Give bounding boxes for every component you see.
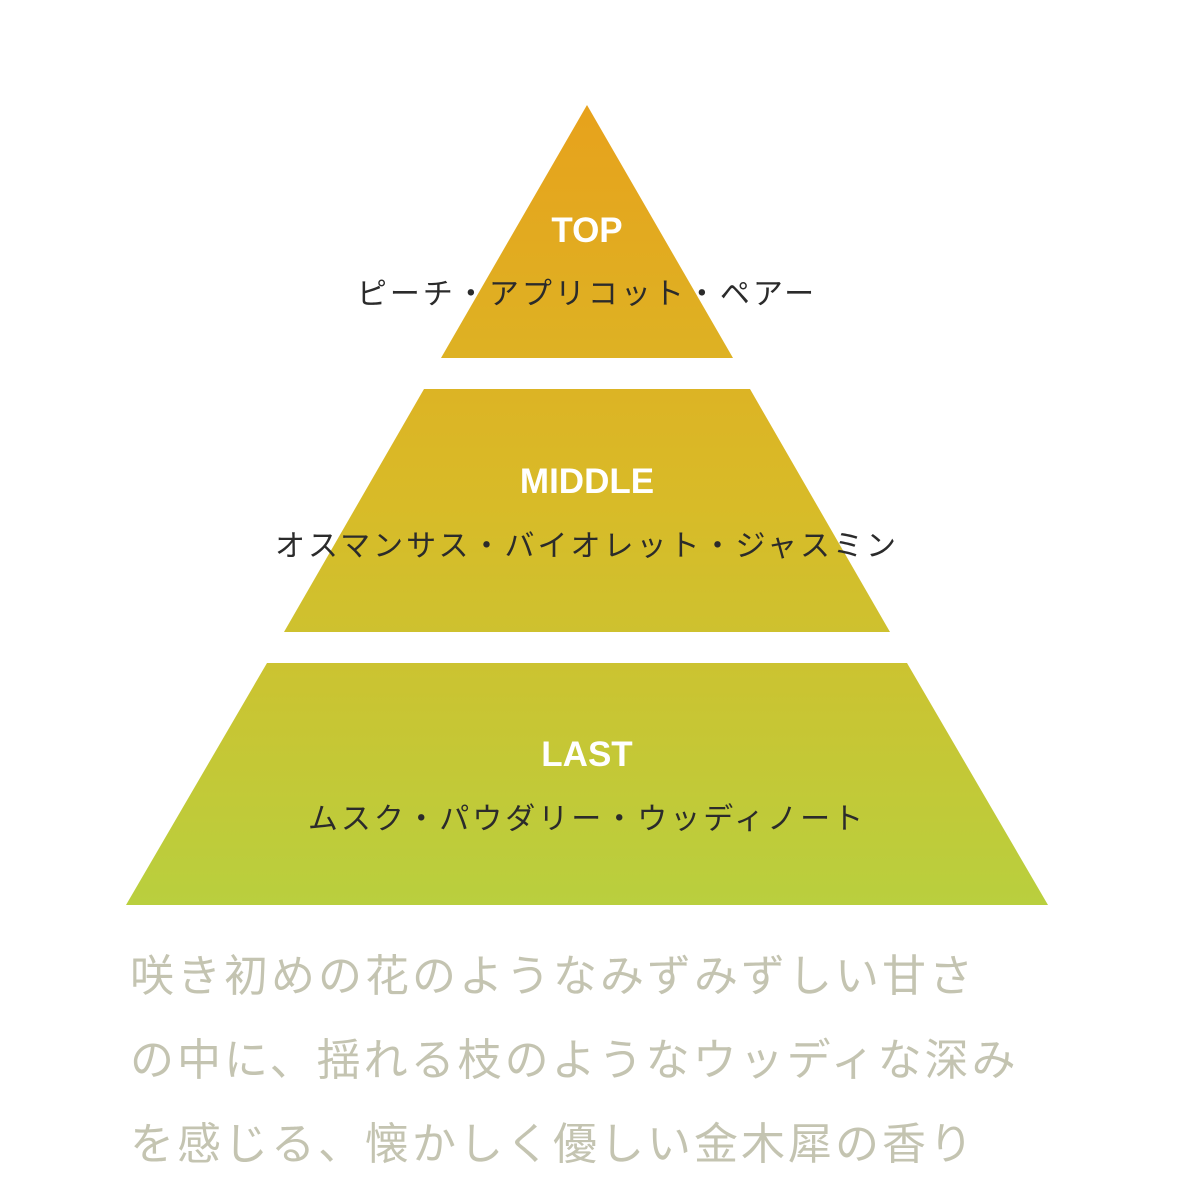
tier-notes-middle: オスマンサス・バイオレット・ジャスミン: [275, 529, 899, 564]
tier-name-top: TOP: [551, 211, 622, 250]
tier-name-last: LAST: [541, 735, 632, 774]
pyramid-tier-last: [126, 663, 1048, 905]
pyramid-tier-middle: [284, 389, 890, 632]
tier-notes-top: ピーチ・アプリコット・ペアー: [357, 277, 817, 312]
description-line: の中に、揺れる枝のようなウッディな深み: [130, 1035, 1019, 1086]
pyramid-tier-top: [441, 105, 733, 358]
description-line: 咲き初めの花のようなみずみずしい甘さ: [130, 951, 976, 1002]
fragrance-description: 咲き初めの花のようなみずみずしい甘さ の中に、揺れる枝のようなウッディな深み を…: [130, 935, 1070, 1187]
description-line: を感じる、懐かしく優しい金木犀の香り: [130, 1119, 976, 1170]
tier-notes-last: ムスク・パウダリー・ウッディノート: [308, 802, 866, 837]
tier-name-middle: MIDDLE: [520, 462, 654, 501]
fragrance-pyramid: TOP ピーチ・アプリコット・ペアー MIDDLE オスマンサス・バイオレット・…: [126, 105, 1048, 905]
